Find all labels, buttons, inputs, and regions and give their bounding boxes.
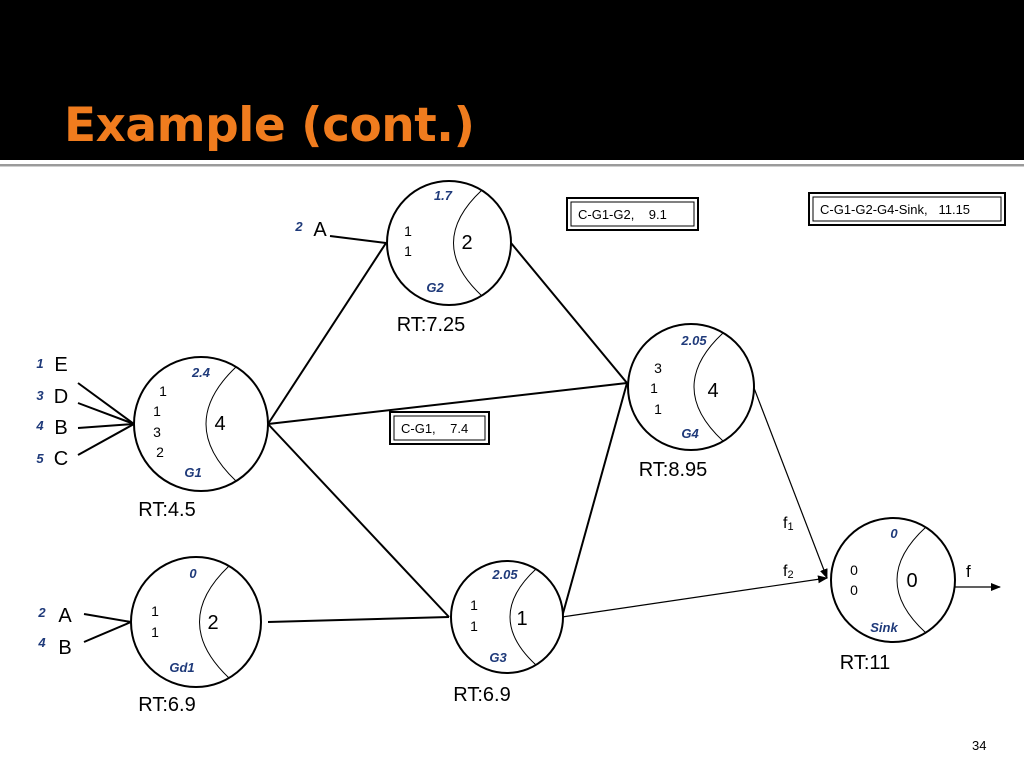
slide-header — [0, 0, 1024, 160]
edge-g1-g2 — [267, 242, 387, 425]
header-divider — [0, 164, 1024, 167]
node-rt: RT:4.5 — [138, 499, 195, 521]
input-letter: A — [58, 605, 72, 627]
node-weight: 2.05 — [680, 333, 707, 348]
edge-input-c-g1 — [77, 423, 135, 456]
edge-gd1-g3 — [267, 616, 450, 623]
edge-input-e-g1 — [77, 382, 135, 425]
node-rt: RT:7.25 — [397, 314, 466, 336]
input-letter: B — [54, 417, 67, 439]
cost-box-text: C-G1-G2, 9.1 — [578, 207, 667, 222]
node-list-item: 1 — [404, 243, 412, 259]
node-value: 4 — [214, 413, 225, 435]
node-rt: RT:11 — [840, 652, 890, 674]
input-weight: 2 — [37, 605, 46, 620]
node-list-item: 1 — [153, 403, 161, 419]
edge-input-a-g2 — [329, 235, 387, 244]
node-rt: RT:6.9 — [138, 694, 195, 716]
cost-box-text: C-G1, 7.4 — [401, 421, 468, 436]
node-value: 4 — [707, 380, 718, 402]
node-label: G1 — [184, 465, 201, 480]
cost-box-g1-g2: C-G1-G2, 9.1 — [566, 197, 699, 231]
input-letter: C — [54, 448, 68, 470]
arrow-g4-sink — [753, 387, 828, 579]
node-value: 0 — [906, 570, 917, 592]
input-letter: D — [54, 386, 68, 408]
arrows — [561, 387, 1001, 618]
node-weight: 0 — [890, 526, 898, 541]
node-rt: RT:6.9 — [453, 684, 510, 706]
node-label: G4 — [681, 426, 699, 441]
edge-g1-g3 — [267, 423, 450, 618]
inputs-g1: 1 E 3 D 4 B 5 C — [35, 354, 68, 470]
cost-box-g1: C-G1, 7.4 — [389, 411, 490, 445]
node-weight: 1.7 — [434, 188, 453, 203]
node-weight: 2.4 — [191, 365, 211, 380]
node-rt: RT:8.95 — [639, 459, 708, 481]
node-list-item: 1 — [151, 624, 159, 640]
node-list-item: 1 — [159, 383, 167, 399]
input-weight: 2 — [294, 219, 303, 234]
node-list-item: 1 — [404, 223, 412, 239]
input-weight: 1 — [36, 356, 43, 371]
edge-input-d-g1 — [77, 402, 135, 425]
node-value: 2 — [207, 612, 218, 634]
edge-g1-g4 — [267, 382, 628, 425]
input-weight: 3 — [36, 388, 44, 403]
cost-box-text: C-G1-G2-G4-Sink, 11.15 — [820, 202, 970, 217]
input-letter: B — [58, 637, 71, 659]
node-gd1: 0 1 1 2 Gd1 RT:6.9 — [130, 556, 262, 716]
node-list-item: 1 — [654, 401, 662, 417]
edges — [77, 235, 628, 643]
flow-label-out: f — [966, 562, 971, 581]
node-g2: 1.7 1 1 2 G2 RT:7.25 — [386, 180, 512, 336]
node-list-item: 1 — [470, 618, 478, 634]
cost-box-sink: C-G1-G2-G4-Sink, 11.15 — [808, 192, 1006, 226]
node-value: 1 — [516, 608, 527, 630]
node-list-item: 3 — [654, 360, 662, 376]
node-list-item: 1 — [151, 603, 159, 619]
arrow-g3-sink — [561, 575, 828, 618]
input-letter: A — [313, 219, 327, 241]
node-g1: 2.4 1 1 3 2 4 G1 RT:4.5 — [133, 356, 269, 521]
node-label: G3 — [489, 650, 507, 665]
edge-input-a-gd1 — [83, 613, 132, 623]
node-g4: 2.05 3 1 1 4 G4 RT:8.95 — [627, 323, 755, 481]
inputs-gd1: 2 A 4 B — [37, 605, 72, 659]
input-weight: 4 — [37, 635, 46, 650]
edge-input-b-g1 — [77, 423, 135, 429]
flow-labels: f1 f2 f — [783, 515, 971, 581]
node-sink: 0 0 0 0 Sink RT:11 — [830, 517, 956, 674]
node-label: Gd1 — [169, 660, 194, 675]
flow-label-f1: f1 — [783, 515, 794, 533]
node-list-item: 0 — [850, 582, 858, 598]
input-weight: 4 — [35, 418, 44, 433]
edge-input-b-gd1 — [83, 621, 132, 643]
node-label: G2 — [426, 280, 444, 295]
page-number: 34 — [972, 738, 987, 753]
edge-g2-g4 — [510, 242, 628, 384]
slide-title: Example (cont.) — [64, 98, 475, 153]
flow-label-f2: f2 — [783, 563, 794, 581]
edge-g3-g4 — [561, 382, 628, 618]
node-weight: 2.05 — [491, 567, 518, 582]
node-weight: 0 — [189, 566, 197, 581]
input-letter: E — [54, 354, 67, 376]
node-list-item: 0 — [850, 562, 858, 578]
node-list-item: 1 — [650, 380, 658, 396]
node-value: 2 — [461, 232, 472, 254]
inputs-g2: 2 A — [294, 219, 327, 241]
node-list-item: 2 — [156, 444, 164, 460]
node-label: Sink — [870, 620, 898, 635]
node-list-item: 3 — [153, 424, 161, 440]
input-weight: 5 — [36, 451, 44, 466]
node-g3: 2.05 1 1 1 G3 RT:6.9 — [450, 560, 564, 706]
node-list-item: 1 — [470, 597, 478, 613]
